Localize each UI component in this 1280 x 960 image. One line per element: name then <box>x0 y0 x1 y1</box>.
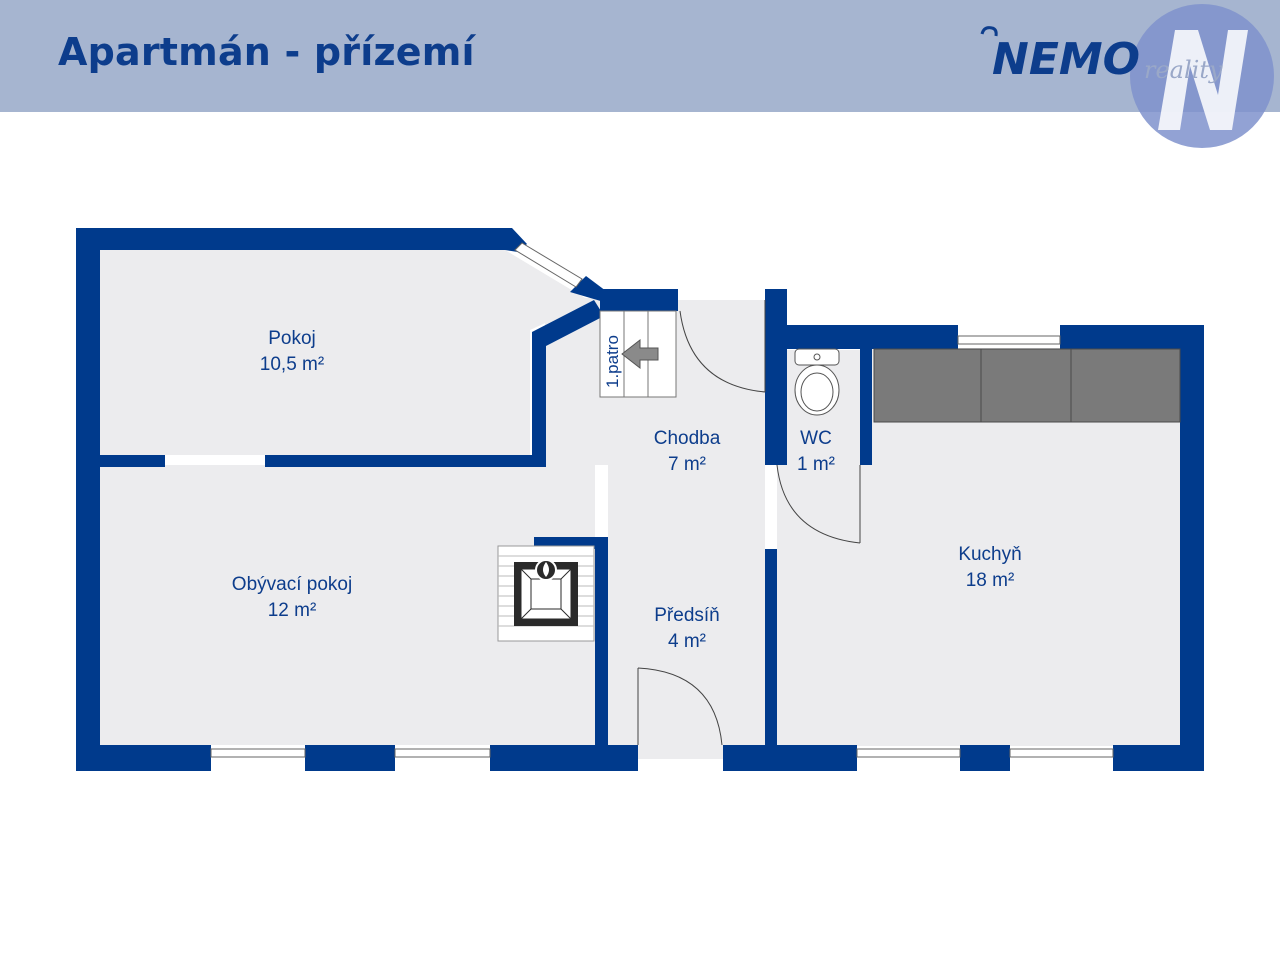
door-swing-icon <box>637 300 861 746</box>
window-icon <box>210 242 1114 758</box>
room-area: 1 m² <box>797 454 835 475</box>
header-bar <box>0 0 1280 112</box>
kitchen-counter-icon <box>873 348 1181 423</box>
room-area: 7 m² <box>668 454 706 475</box>
room-area: 12 m² <box>268 600 317 621</box>
page-title: Apartmán - přízemí <box>58 30 475 74</box>
room-name: Kuchyň <box>958 544 1021 565</box>
stairs-label: 1.patro <box>603 335 622 388</box>
entrance-threshold <box>638 745 723 759</box>
stairs-icon <box>599 310 677 398</box>
room-name: Pokoj <box>268 328 316 349</box>
nemo-reality-logo: NEMO reality <box>980 4 1274 148</box>
room-area: 18 m² <box>966 570 1015 591</box>
room-name: Obývací pokoj <box>232 574 352 595</box>
walls <box>76 228 1204 771</box>
room-name: Chodba <box>654 428 721 449</box>
toilet-icon <box>794 348 840 416</box>
svg-text:NEMO: NEMO <box>992 34 1140 85</box>
svg-text:reality: reality <box>1144 56 1223 84</box>
room-area: 10,5 m² <box>260 354 324 375</box>
room-area: 4 m² <box>668 631 706 652</box>
room-labels: Pokoj 10,5 m² Chodba 7 m² WC 1 m² Obývac… <box>232 328 1022 652</box>
room-name: Předsíň <box>654 605 719 626</box>
room-name: WC <box>800 428 832 449</box>
fireplace-icon <box>497 545 595 642</box>
